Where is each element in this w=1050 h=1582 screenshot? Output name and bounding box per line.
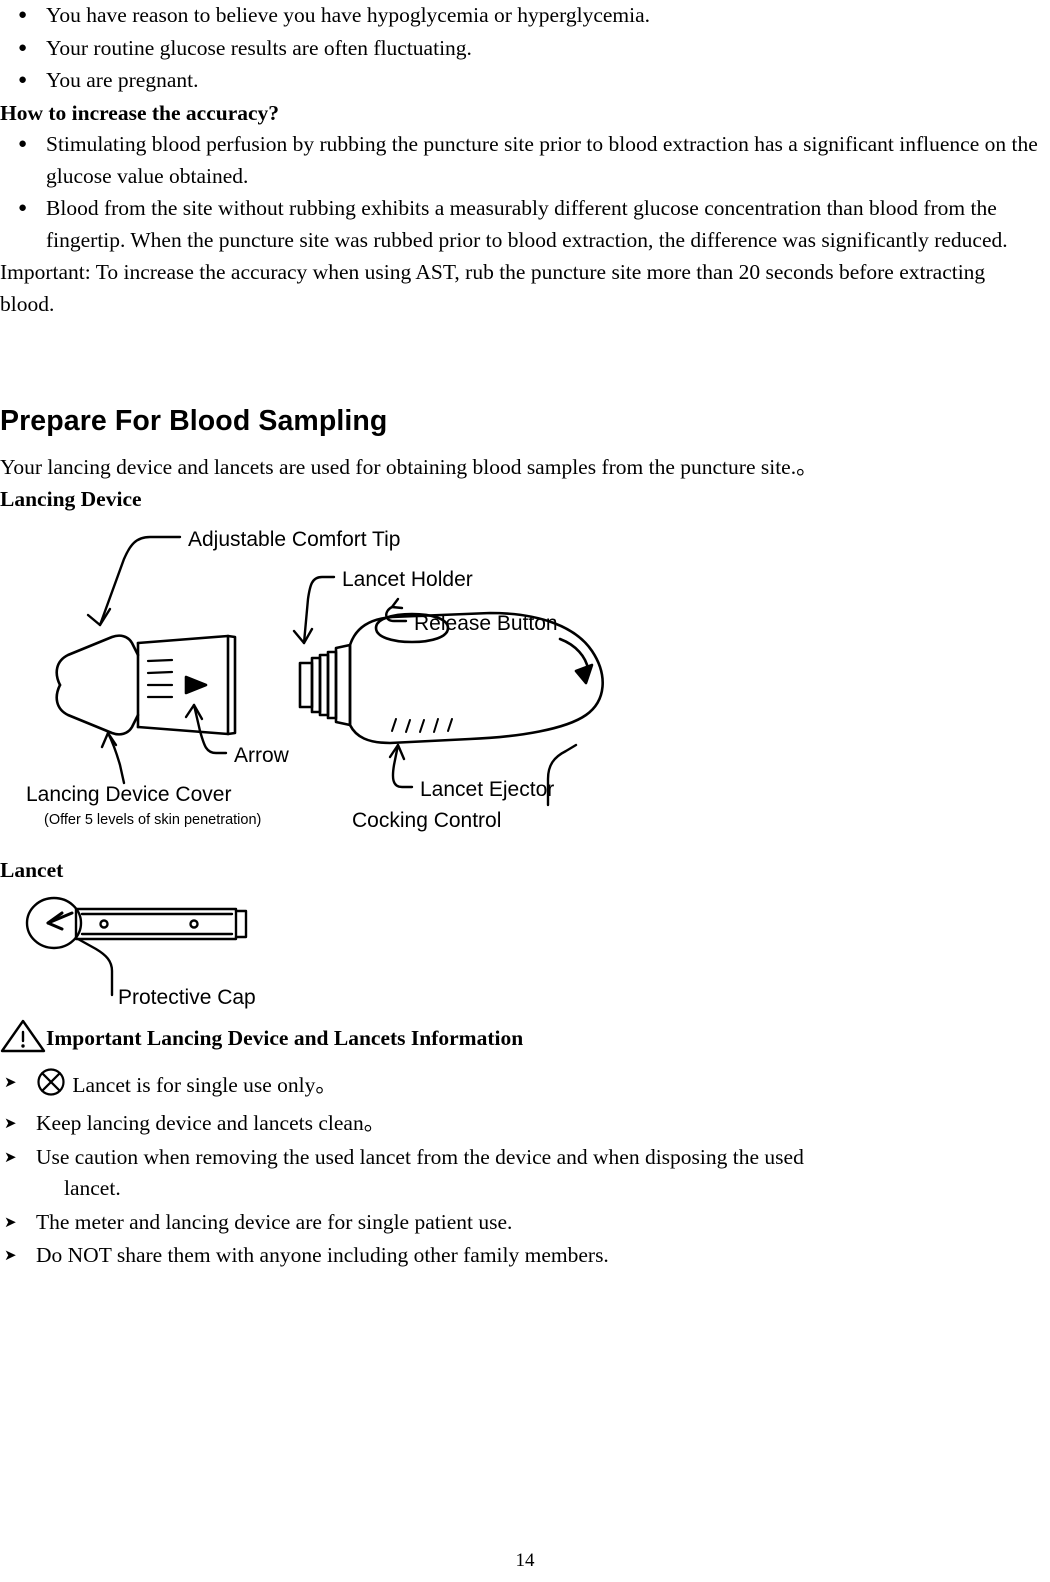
- lancet-label: Lancet: [0, 858, 64, 882]
- list-item-single-use: Lancet is for single use only。: [0, 1067, 1050, 1107]
- list-item: Your routine glucose results are often f…: [0, 32, 1050, 64]
- figure-label-comfort-tip: Adjustable Comfort Tip: [188, 528, 400, 551]
- accuracy-heading: How to increase the accuracy?: [0, 100, 280, 125]
- list-item: Blood from the site without rubbing exhi…: [0, 192, 1050, 256]
- lancet-figure: Protective Cap: [8, 887, 308, 1009]
- warning-triangle-icon: [0, 1019, 46, 1053]
- list-item: Stimulating blood perfusion by rubbing t…: [0, 128, 1050, 192]
- accuracy-tips-list: Stimulating blood perfusion by rubbing t…: [0, 128, 1050, 256]
- list-item-text-continuation: lancet.: [64, 1176, 121, 1200]
- page-title: Prepare For Blood Sampling: [0, 405, 388, 437]
- figure-label-protective-cap: Protective Cap: [118, 986, 256, 1009]
- figure-label-lancet-holder: Lancet Holder: [342, 568, 473, 591]
- section-intro: Your lancing device and lancets are used…: [0, 455, 818, 479]
- section-spacer: [0, 320, 1050, 404]
- figure-label-cover-sub: (Offer 5 levels of skin penetration): [44, 812, 261, 828]
- lancing-device-label: Lancing Device: [0, 486, 142, 511]
- list-item-text: Use caution when removing the used lance…: [36, 1144, 804, 1169]
- figure-label-cover: Lancing Device Cover: [26, 783, 231, 806]
- warning-heading-row: Important Lancing Device and Lancets Inf…: [0, 1019, 1050, 1053]
- list-item: Keep lancing device and lancets clean。: [0, 1108, 1050, 1140]
- page-content: You have reason to believe you have hypo…: [0, 0, 1050, 1274]
- important-note: Important: To increase the accuracy when…: [0, 260, 986, 316]
- list-item: You have reason to believe you have hypo…: [0, 0, 1050, 32]
- no-reuse-icon: [36, 1067, 66, 1107]
- title-spacer: [0, 438, 1050, 452]
- figure-label-arrow: Arrow: [234, 744, 290, 767]
- list-item: Do NOT share them with anyone including …: [0, 1240, 1050, 1272]
- warning-items-list: Lancet is for single use only。 Keep lanc…: [0, 1067, 1050, 1272]
- ast-conditions-list: You have reason to believe you have hypo…: [0, 0, 1050, 97]
- list-item: The meter and lancing device are for sin…: [0, 1207, 1050, 1239]
- list-item-text: Lancet is for single use only。: [72, 1072, 337, 1097]
- page-number: 14: [515, 1550, 535, 1571]
- list-item: You are pregnant.: [0, 64, 1050, 96]
- list-item: Use caution when removing the used lance…: [0, 1142, 1050, 1205]
- figure-label-cocking-control: Cocking Control: [352, 809, 501, 832]
- figure-label-lancet-ejector: Lancet Ejector: [420, 778, 554, 801]
- warning-heading-text: Important Lancing Device and Lancets Inf…: [46, 1025, 524, 1050]
- lancing-device-figure: Adjustable Comfort Tip Lancet Holder Rel…: [20, 515, 640, 855]
- figure-label-release-button: Release Button: [414, 612, 558, 635]
